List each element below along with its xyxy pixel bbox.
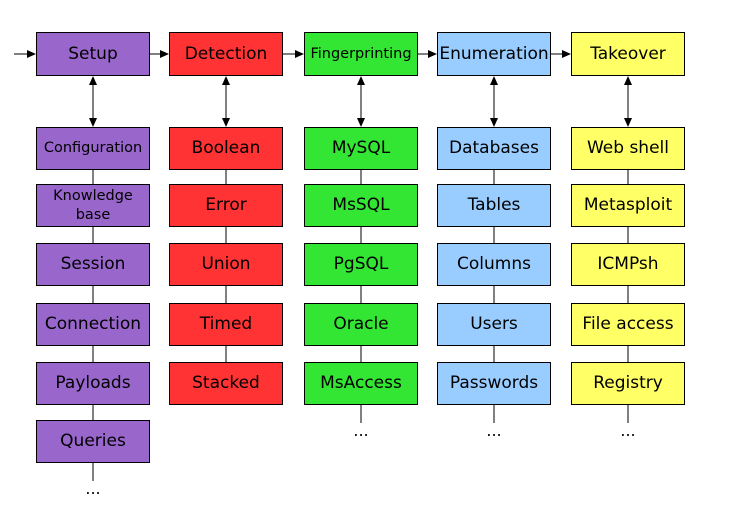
more-ellipsis-takeover: ... xyxy=(620,421,636,440)
item-setup-session: Session xyxy=(36,243,150,286)
item-detection-timed: Timed xyxy=(169,303,283,346)
item-takeover-metasploit: Metasploit xyxy=(571,184,685,227)
item-enumeration-passwords: Passwords xyxy=(437,362,551,405)
entry-arrow-head xyxy=(27,50,36,58)
item-detection-error: Error xyxy=(169,184,283,227)
link-arrow-enumeration-head-down xyxy=(490,118,498,127)
item-detection-boolean: Boolean xyxy=(169,127,283,170)
item-takeover-icmpsh: ICMPsh xyxy=(571,243,685,286)
item-takeover-file-access: File access xyxy=(571,303,685,346)
flow-arrow-setup-head xyxy=(160,50,169,58)
link-arrow-fingerprinting-head-down xyxy=(357,118,365,127)
item-setup-knowledge-base: Knowledge base xyxy=(36,184,150,227)
link-arrow-setup-head-up xyxy=(89,76,97,85)
link-arrow-detection-head-down xyxy=(222,118,230,127)
item-setup-queries: Queries xyxy=(36,420,150,463)
link-arrow-takeover-head-up xyxy=(624,76,632,85)
item-fingerprinting-oracle: Oracle xyxy=(304,303,418,346)
item-detection-stacked: Stacked xyxy=(169,362,283,405)
header-takeover: Takeover xyxy=(571,32,685,76)
item-detection-union: Union xyxy=(169,243,283,286)
item-takeover-registry: Registry xyxy=(571,362,685,405)
link-arrow-fingerprinting-head-up xyxy=(357,76,365,85)
link-arrow-enumeration-head-up xyxy=(490,76,498,85)
more-ellipsis-setup: ... xyxy=(85,479,101,498)
item-enumeration-columns: Columns xyxy=(437,243,551,286)
header-fingerprinting: Fingerprinting xyxy=(304,32,418,76)
item-fingerprinting-pgsql: PgSQL xyxy=(304,243,418,286)
header-setup: Setup xyxy=(36,32,150,76)
item-enumeration-databases: Databases xyxy=(437,127,551,170)
item-fingerprinting-msaccess: MsAccess xyxy=(304,362,418,405)
header-enumeration: Enumeration xyxy=(437,32,551,76)
item-enumeration-users: Users xyxy=(437,303,551,346)
flow-arrow-enumeration-head xyxy=(562,50,571,58)
item-fingerprinting-mysql: MySQL xyxy=(304,127,418,170)
more-ellipsis-enumeration: ... xyxy=(486,421,502,440)
header-detection: Detection xyxy=(169,32,283,76)
flow-arrow-fingerprinting-head xyxy=(428,50,437,58)
item-takeover-web-shell: Web shell xyxy=(571,127,685,170)
link-arrow-setup-head-down xyxy=(89,118,97,127)
flow-arrow-detection-head xyxy=(295,50,304,58)
link-arrow-takeover-head-down xyxy=(624,118,632,127)
item-setup-payloads: Payloads xyxy=(36,362,150,405)
item-enumeration-tables: Tables xyxy=(437,184,551,227)
item-setup-connection: Connection xyxy=(36,303,150,346)
link-arrow-detection-head-up xyxy=(222,76,230,85)
more-ellipsis-fingerprinting: ... xyxy=(353,421,369,440)
item-fingerprinting-mssql: MsSQL xyxy=(304,184,418,227)
item-setup-configuration: Configuration xyxy=(36,127,150,170)
